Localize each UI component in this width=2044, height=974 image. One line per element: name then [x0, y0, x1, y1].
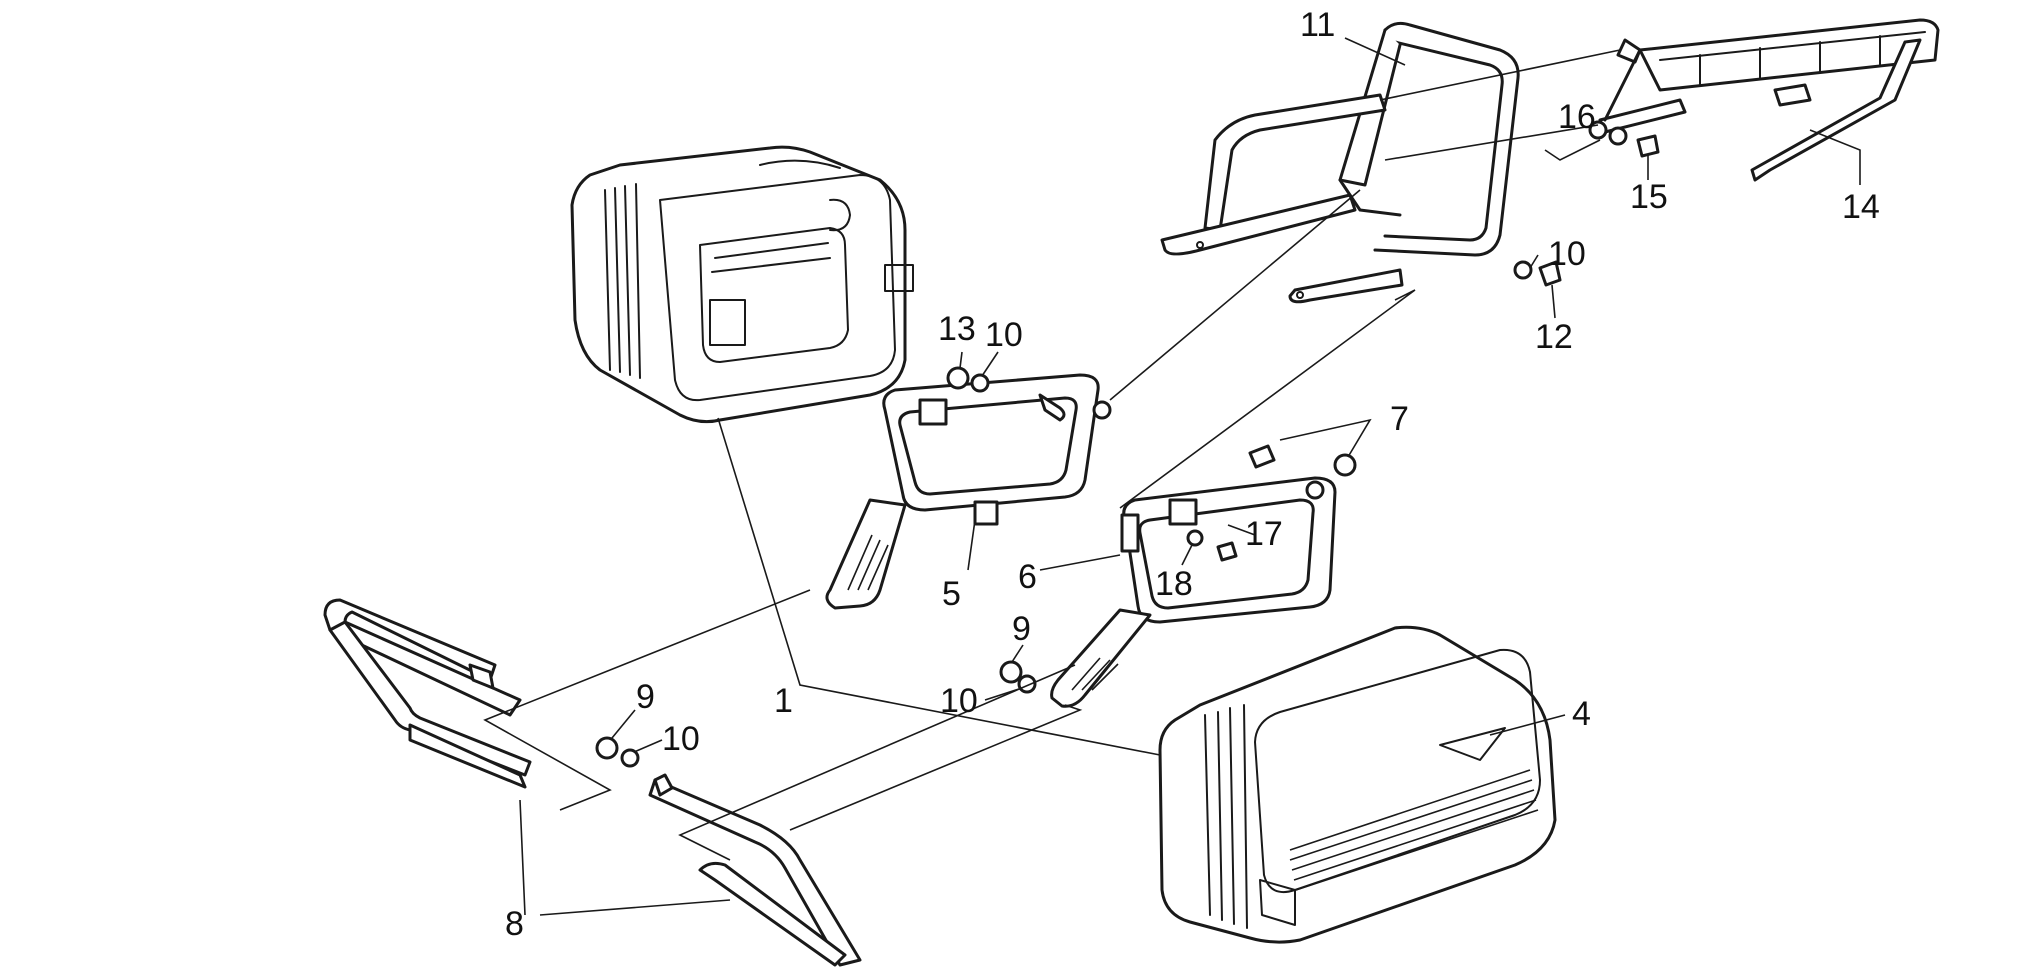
- leader-12: [1551, 284, 1556, 319]
- leader-7: [1279, 418, 1372, 458]
- callout-1: 1: [774, 682, 793, 720]
- callout-9a: 9: [1012, 610, 1031, 648]
- left-pannier: [570, 145, 914, 424]
- bolt-7a: [1248, 444, 1276, 469]
- leader-11: [1344, 37, 1406, 66]
- leader-13: [959, 351, 963, 369]
- bolt-15: [1636, 134, 1660, 158]
- callout-10c: 10: [662, 720, 700, 758]
- callout-9b: 9: [636, 678, 655, 716]
- leader-10d: [1529, 254, 1539, 269]
- leader-14: [1809, 129, 1861, 185]
- leader-9a: [1011, 644, 1024, 663]
- callout-14: 14: [1842, 188, 1880, 226]
- callout-10d: 10: [1548, 235, 1586, 273]
- callout-5: 5: [942, 575, 961, 613]
- hardware: [595, 120, 1660, 768]
- right-pannier: [1158, 625, 1557, 944]
- luggage-rack: [1598, 18, 1940, 182]
- callout-11: 11: [1300, 6, 1335, 44]
- callout-10b: 10: [940, 682, 978, 720]
- callout-leaders: [519, 37, 1861, 916]
- washer-10d: [1513, 260, 1533, 280]
- right-guard-bar: [648, 773, 862, 967]
- washer-10c: [620, 748, 640, 768]
- leader-16: [1544, 139, 1601, 161]
- leader-10a: [981, 351, 999, 377]
- callout-16: 16: [1558, 98, 1596, 136]
- washer-10a: [970, 373, 990, 393]
- leader-17: [1227, 524, 1256, 536]
- callout-labels: 11 16 15 14 10 12 13 10 7 5 6 17 18 9 10…: [505, 6, 1880, 943]
- leader-9b: [611, 709, 636, 739]
- left-guard-bar: [323, 598, 532, 789]
- nut-9a: [999, 660, 1023, 684]
- left-bracket: [825, 373, 1112, 610]
- bolt-17: [1216, 541, 1238, 562]
- bolt-12: [1538, 260, 1562, 287]
- callout-18: 18: [1155, 565, 1193, 603]
- nut-9b: [595, 736, 619, 760]
- nut-7b: [1333, 453, 1357, 477]
- leader-18: [1181, 544, 1193, 566]
- callout-17: 17: [1245, 515, 1283, 553]
- leader-6: [1039, 554, 1121, 571]
- callout-4: 4: [1572, 695, 1591, 733]
- rear-frame: [1160, 21, 1520, 304]
- washer-18: [1186, 529, 1204, 547]
- callout-10a: 10: [985, 316, 1023, 354]
- nut-13: [946, 366, 970, 390]
- washer-16b: [1608, 126, 1628, 146]
- leader-8: [519, 799, 731, 916]
- callout-8: 8: [505, 905, 524, 943]
- callout-7: 7: [1390, 400, 1409, 438]
- leader-10c: [633, 739, 663, 753]
- callout-6: 6: [1018, 558, 1037, 596]
- leader-5: [967, 519, 976, 571]
- leader-4: [1489, 714, 1566, 736]
- callout-15: 15: [1630, 178, 1668, 216]
- assembly-lines: [483, 49, 1621, 861]
- callout-12: 12: [1535, 318, 1573, 356]
- leader-10b: [984, 687, 1023, 701]
- callout-13: 13: [938, 310, 976, 348]
